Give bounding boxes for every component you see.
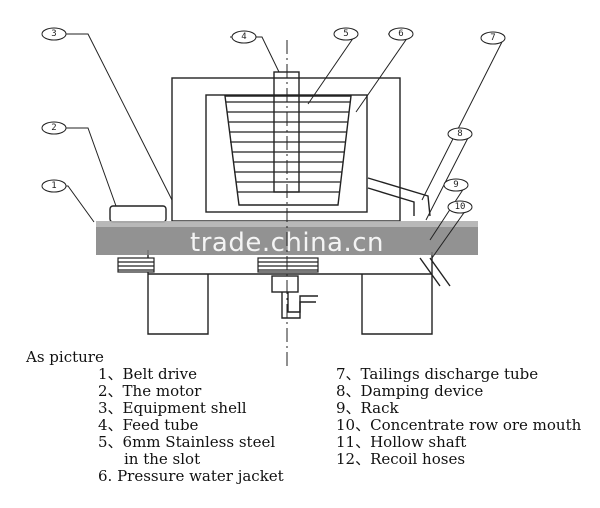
callout-3 xyxy=(41,27,67,41)
legend-item: 6. Pressure water jacket xyxy=(98,467,284,485)
stainless-steel-slots xyxy=(226,101,350,193)
lower-frame xyxy=(147,250,209,335)
legend-left-column: 1、Belt drive 2、The motor 3、Equipment she… xyxy=(98,366,284,485)
callout-2 xyxy=(41,121,67,135)
concentrate-bowl xyxy=(224,95,352,206)
legend-item: 9、Rack xyxy=(336,399,399,417)
legend-item: 5、6mm Stainless steel xyxy=(98,433,276,451)
base-plate-fade xyxy=(96,221,478,227)
callout-4 xyxy=(231,30,257,44)
legend-item-continuation: in the slot xyxy=(124,450,201,468)
callout-1-label: 1 xyxy=(51,181,56,191)
hollow-shaft-bearing xyxy=(271,275,299,293)
callout-8-label: 8 xyxy=(457,129,462,139)
motor-housing xyxy=(109,205,167,223)
callout-6-label: 6 xyxy=(398,29,403,39)
legend-item: 8、Damping device xyxy=(336,382,484,400)
damping-device xyxy=(419,257,441,287)
legend-heading: As picture xyxy=(26,348,104,366)
callout-10-label: 10 xyxy=(455,202,466,212)
callout-7-label: 7 xyxy=(490,33,495,43)
callout-4-label: 4 xyxy=(241,32,246,42)
callout-6 xyxy=(388,27,414,41)
callout-8 xyxy=(447,127,473,141)
legend-item: 1、Belt drive xyxy=(98,365,197,383)
callout-9-label: 9 xyxy=(453,180,458,190)
callout-10 xyxy=(447,200,473,214)
belt-drive xyxy=(117,257,319,273)
callout-1 xyxy=(41,179,67,193)
tailings-discharge-tube-inner xyxy=(367,187,415,216)
callout-3-label: 3 xyxy=(51,29,56,39)
watermark: trade.china.cn xyxy=(190,228,385,258)
callout-5-label: 5 xyxy=(343,29,348,39)
legend-right-column: 7、Tailings discharge tube 8、Damping devi… xyxy=(336,366,581,468)
legend-item: 3、Equipment shell xyxy=(98,399,247,417)
recoil-hose xyxy=(281,292,316,319)
legend-item: 7、Tailings discharge tube xyxy=(336,365,539,383)
legend-item: 11、Hollow shaft xyxy=(336,433,467,451)
tailings-discharge-tube xyxy=(367,177,431,217)
callout-7 xyxy=(480,31,506,45)
legend-item: 2、The motor xyxy=(98,382,202,400)
recoil-hose-outer xyxy=(287,292,318,313)
callout-5 xyxy=(333,27,359,41)
damping-device-2 xyxy=(429,257,451,287)
callout-2-label: 2 xyxy=(51,123,56,133)
legend-item: 4、Feed tube xyxy=(98,416,199,434)
callout-9 xyxy=(443,178,469,192)
lower-frame-right xyxy=(361,252,433,335)
legend-item: 12、Recoil hoses xyxy=(336,450,466,468)
legend-item: 10、Concentrate row ore mouth xyxy=(336,416,582,434)
